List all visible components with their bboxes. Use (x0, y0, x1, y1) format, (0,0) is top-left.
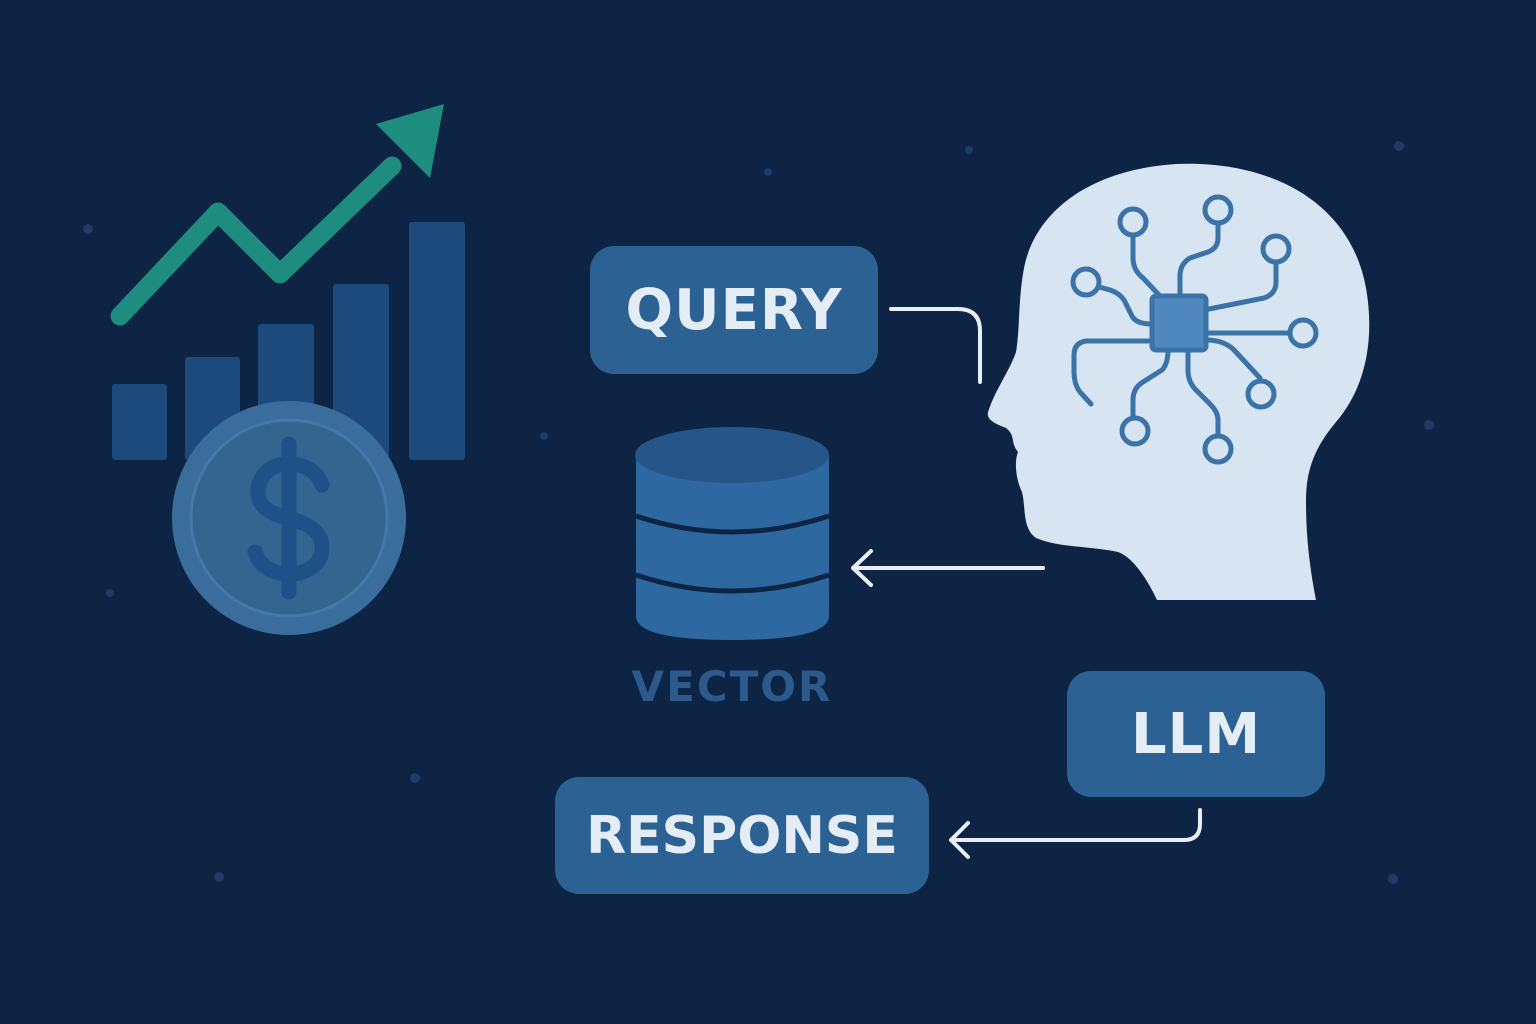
growth-bar (409, 222, 465, 460)
query-label: QUERY (625, 277, 843, 343)
trend-arrow-head (376, 104, 444, 178)
growth-bar (333, 284, 389, 460)
response-node: RESPONSE (555, 777, 929, 894)
circuit-chip-icon (1070, 194, 1319, 465)
trend-line (110, 156, 402, 326)
ai-brain-head-icon (987, 163, 1370, 600)
llm-node: LLM (1067, 671, 1325, 797)
background-dots (83, 141, 1434, 884)
vector-database-icon (635, 427, 830, 640)
connector-head-to-vector (851, 549, 1045, 587)
query-node: QUERY (590, 246, 878, 374)
vector-label: VECTOR (631, 662, 833, 711)
growth-chart-icon (110, 104, 465, 460)
response-label: RESPONSE (586, 805, 898, 866)
growth-bar (112, 384, 167, 460)
llm-label: LLM (1130, 701, 1262, 767)
connector-query-to-head (889, 307, 982, 384)
connector-llm-to-response (949, 808, 1202, 859)
dollar-coin-icon (172, 401, 406, 635)
